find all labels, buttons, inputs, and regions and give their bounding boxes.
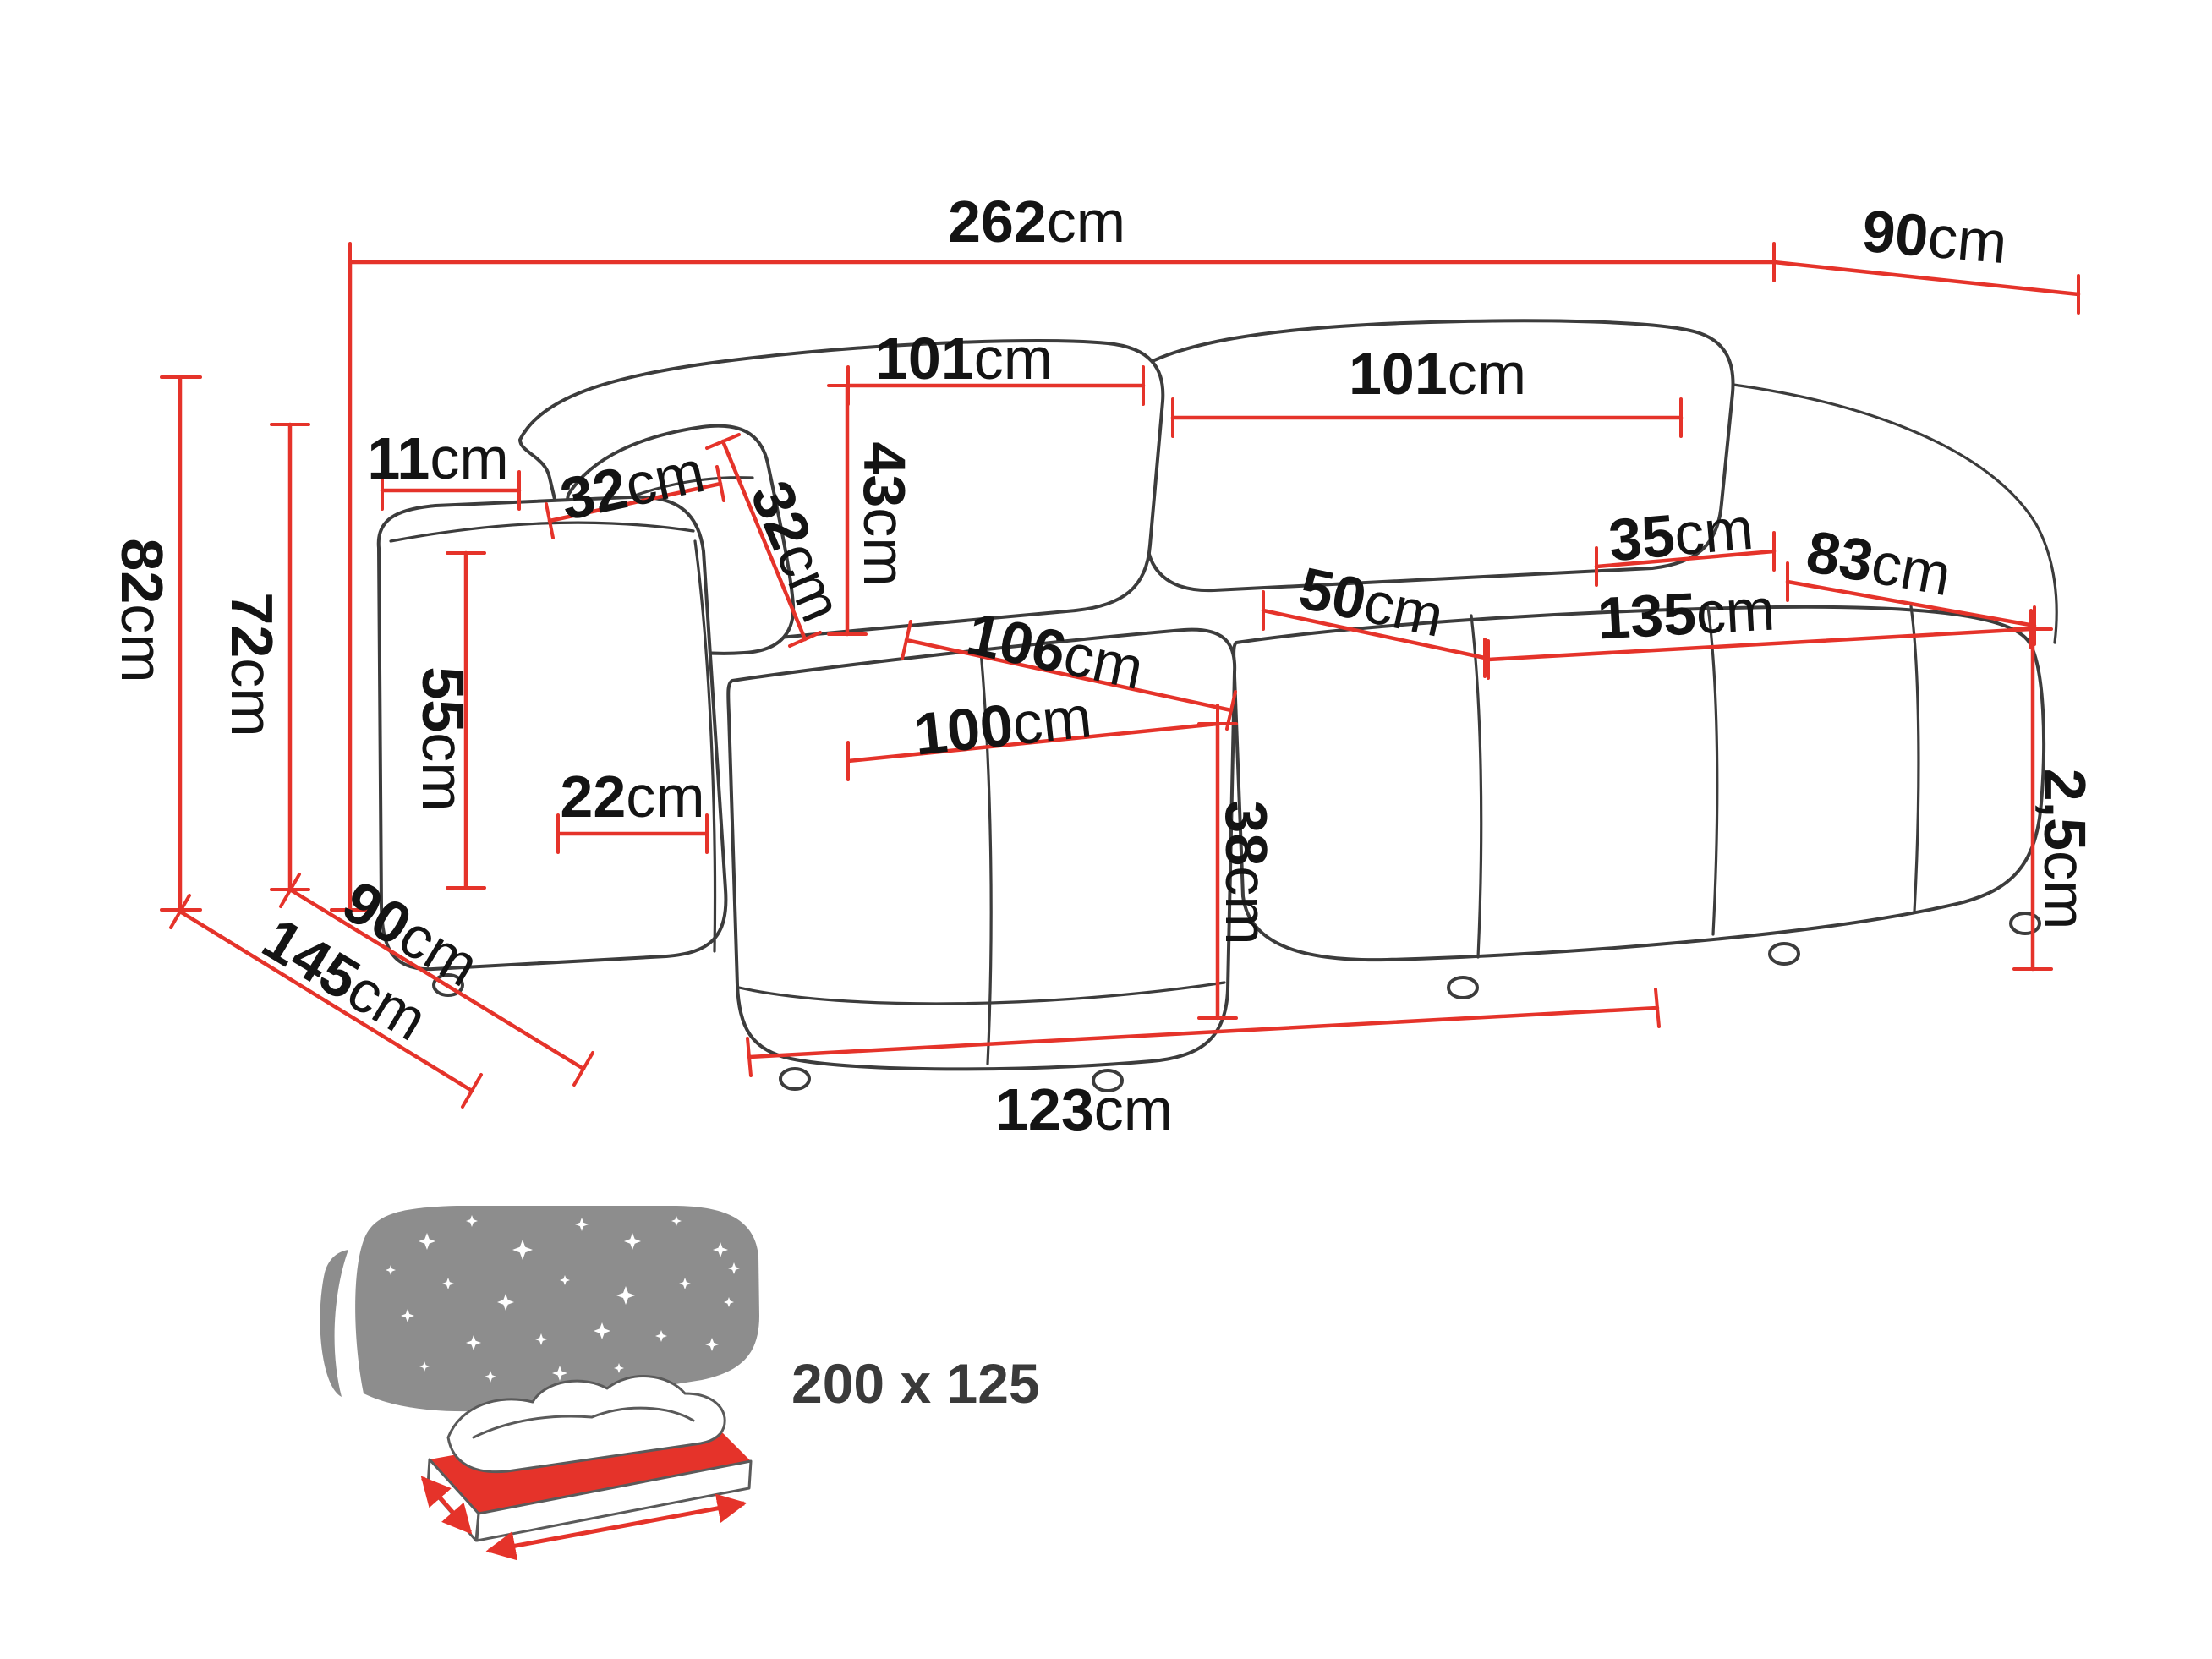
star-icon: [552, 1366, 567, 1381]
star-icon: [419, 1361, 430, 1372]
sofa-foot: [779, 1067, 811, 1091]
sleep-function-icon: 200 x 125: [320, 1206, 1040, 1561]
armrest-front-seam: [693, 539, 717, 953]
sofa-foot: [1092, 1069, 1124, 1092]
sleeping-area-label: 200 x 125: [791, 1352, 1040, 1415]
chaise-front-face-line: [737, 981, 1226, 1005]
star-icon: [679, 1278, 691, 1289]
armrest-top-edge: [389, 521, 695, 543]
stars: [386, 1215, 740, 1382]
star-icon: [728, 1262, 740, 1274]
sofa-back-right-edge: [1732, 383, 2058, 644]
dim-line-cushion-width: [547, 481, 723, 523]
seat-right-seam-2: [1706, 605, 1719, 936]
dim-line-cushion-side: [720, 439, 808, 642]
seat-right-seam-1: [1470, 614, 1483, 959]
star-icon: [624, 1233, 641, 1250]
dim-armrest-top-width-label: 11cm: [367, 425, 508, 491]
star-icon: [724, 1297, 734, 1307]
star-icon: [485, 1371, 496, 1382]
dim-backrest-right-width-label: 101cm: [1349, 341, 1526, 407]
dim-depth-right-label: 90cm: [1859, 198, 2009, 276]
night-sky-crescent: [320, 1250, 348, 1397]
dim-seat-height-label: 38cm: [1213, 800, 1279, 944]
dim-armrest-width-label: 22cm: [560, 764, 704, 830]
night-sky-shape: [355, 1206, 759, 1412]
dim-armrest-back-height-label: 72cm: [219, 592, 285, 736]
dim-cushion-width-label: 32cm: [555, 438, 710, 533]
sofa-foot: [1447, 976, 1479, 999]
dim-seat-gap-label: 50cm: [1294, 555, 1449, 649]
star-icon: [560, 1275, 570, 1285]
dim-chaise-length-label: 100cm: [911, 683, 1094, 768]
dim-backrest-left-width-label: 101cm: [875, 326, 1053, 391]
star-icon: [419, 1233, 435, 1250]
star-icon: [497, 1294, 514, 1311]
dim-line-seat-depth: [1785, 579, 2037, 628]
backrest-cushion-right: [1130, 319, 1735, 593]
dim-seat-depth-label: 83cm: [1802, 518, 1956, 609]
seat-right: [1232, 605, 2046, 962]
bed-length-arrow: [485, 1493, 747, 1561]
dim-line-seat-width: [1486, 627, 2034, 662]
dim-line-chaise-front-length: [747, 1005, 1660, 1059]
star-icon: [442, 1278, 454, 1289]
sofa-foot: [1768, 942, 1800, 966]
star-icon: [713, 1242, 728, 1257]
dim-line-depth-right: [1771, 260, 2081, 297]
star-icon: [401, 1309, 414, 1322]
star-icon: [705, 1338, 719, 1351]
star-icon: [535, 1333, 547, 1345]
dim-chaise-front-length-label: 123cm: [995, 1076, 1173, 1142]
duvet-and-pillows: [446, 1375, 726, 1474]
dim-line-chaise-length: [846, 721, 1220, 764]
dim-total-height-label: 82cm: [109, 538, 175, 682]
dim-total-width-label: 262cm: [948, 189, 1125, 255]
dim-armrest-front-height-label: 55cm: [410, 666, 476, 811]
star-icon: [575, 1218, 589, 1231]
star-icon: [655, 1330, 667, 1342]
dim-backrest-cushion-height-label: 43cm: [851, 441, 917, 586]
dim-seat-width-label: 135cm: [1596, 577, 1777, 652]
dimension-ticks: [160, 242, 2080, 1109]
chaise-seat: [726, 627, 1237, 1071]
star-icon: [594, 1322, 610, 1339]
duvet-fold-line: [472, 1406, 695, 1439]
dim-line-chaise-diagonal: [904, 638, 1234, 713]
dim-line-seat-gap: [1261, 608, 1487, 660]
dim-line-depth-front-left: [287, 887, 586, 1071]
dimension-lines: [160, 242, 2081, 1109]
star-icon: [671, 1216, 682, 1226]
star-icon: [466, 1215, 478, 1227]
bed-width-arrow: [420, 1476, 473, 1535]
dimension-labels: 262cm 90cm 101cm 101cm 11cm 32cm 32cm 43…: [109, 189, 2098, 1142]
star-icon: [512, 1240, 533, 1260]
star-icon: [616, 1286, 635, 1305]
star-icon: [386, 1265, 396, 1275]
dim-line-total-depth: [178, 909, 474, 1093]
dim-leg-height-label: 2,5cm: [2032, 769, 2098, 930]
chaise-seam: [979, 649, 993, 1065]
sofa-bed-pictogram: [420, 1375, 753, 1561]
star-icon: [466, 1335, 481, 1350]
dim-line-backrest-top-depth: [1594, 549, 1777, 569]
star-icon: [614, 1363, 624, 1373]
dim-backrest-top-depth-label: 35cm: [1606, 496, 1755, 574]
